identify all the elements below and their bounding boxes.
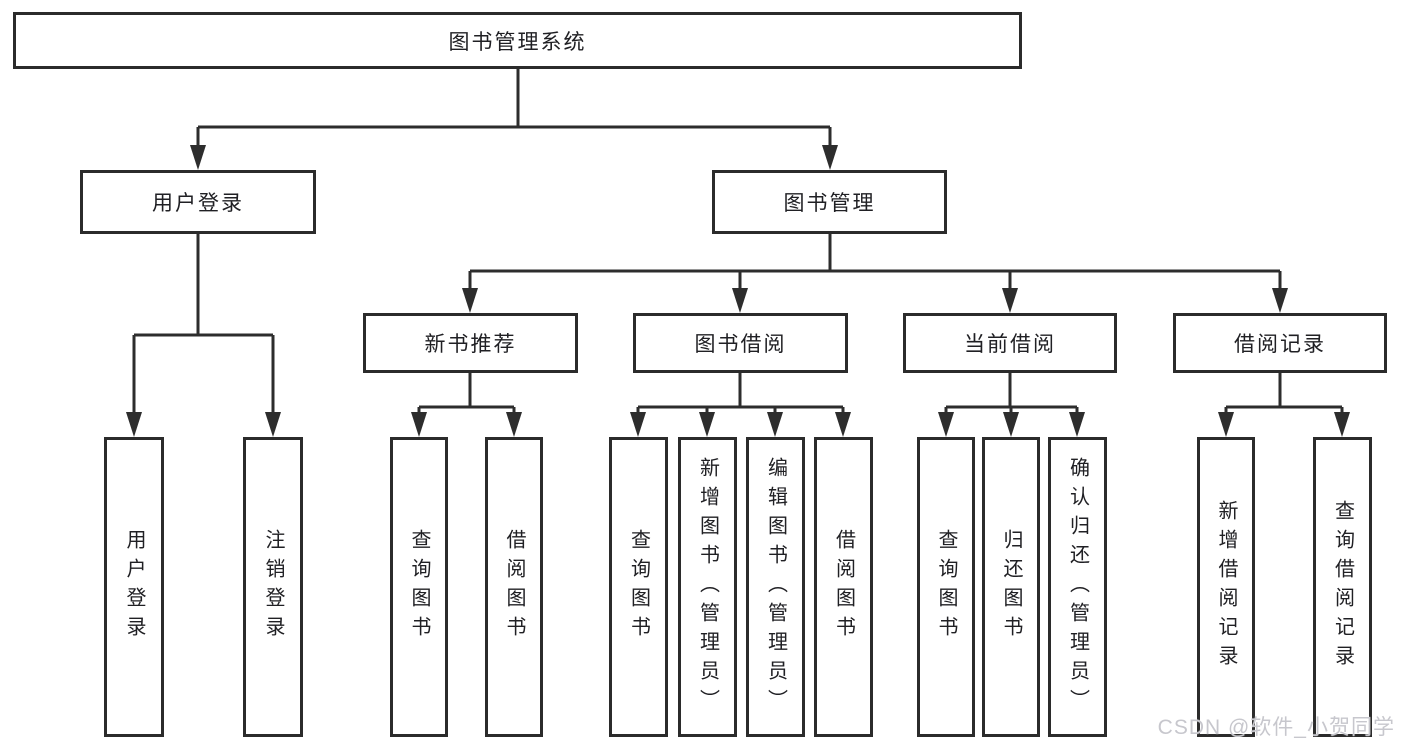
arrow-down-icon: [630, 412, 646, 437]
connector-root-to-level2: [190, 68, 838, 170]
arrow-down-icon: [126, 412, 142, 437]
node-current-borrow: 当前借阅: [903, 313, 1117, 373]
node-book-borrow: 图书借阅: [633, 313, 848, 373]
connector-borrow-to-leaves: [630, 373, 851, 437]
arrow-down-icon: [938, 412, 954, 437]
leaf-borrow-books-recommend: 借阅图书: [485, 437, 543, 737]
arrow-down-icon: [411, 412, 427, 437]
connector-records-to-leaves: [1218, 373, 1350, 437]
arrow-down-icon: [699, 412, 715, 437]
arrow-down-icon: [1069, 412, 1085, 437]
leaf-edit-book-admin: 编辑图书（管理员）: [746, 437, 805, 737]
watermark: CSDN @软件_小贺同学: [1157, 716, 1395, 739]
leaf-add-borrow-record: 新增借阅记录: [1197, 437, 1255, 737]
leaf-confirm-return-admin: 确认归还（管理员）: [1048, 437, 1107, 737]
node-user-login: 用户登录: [80, 170, 316, 234]
connector-current-to-leaves: [938, 373, 1085, 437]
leaf-logout: 注销登录: [243, 437, 303, 737]
arrow-down-icon: [1003, 412, 1019, 437]
leaf-query-books-borrow: 查询图书: [609, 437, 668, 737]
arrow-down-icon: [190, 145, 206, 170]
arrow-down-icon: [767, 412, 783, 437]
arrow-down-icon: [1218, 412, 1234, 437]
leaf-query-borrow-record: 查询借阅记录: [1313, 437, 1372, 737]
arrow-down-icon: [835, 412, 851, 437]
arrow-down-icon: [265, 412, 281, 437]
arrow-down-icon: [462, 288, 478, 313]
leaf-user-login: 用户登录: [104, 437, 164, 737]
arrow-down-icon: [506, 412, 522, 437]
node-book-management: 图书管理: [712, 170, 947, 234]
leaf-return-books: 归还图书: [982, 437, 1040, 737]
arrow-down-icon: [732, 288, 748, 313]
connector-login-to-leaves: [126, 234, 281, 437]
node-new-book-recommend: 新书推荐: [363, 313, 578, 373]
node-borrow-records: 借阅记录: [1173, 313, 1387, 373]
arrow-down-icon: [1002, 288, 1018, 313]
node-library-system: 图书管理系统: [13, 12, 1022, 69]
leaf-query-books-recommend: 查询图书: [390, 437, 448, 737]
leaf-borrow-books: 借阅图书: [814, 437, 873, 737]
leaf-query-books-current: 查询图书: [917, 437, 975, 737]
arrow-down-icon: [1334, 412, 1350, 437]
arrow-down-icon: [822, 145, 838, 170]
leaf-add-book-admin: 新增图书（管理员）: [678, 437, 737, 737]
connector-recommend-to-leaves: [411, 373, 522, 437]
arrow-down-icon: [1272, 288, 1288, 313]
connector-management-to-level3: [462, 234, 1288, 313]
